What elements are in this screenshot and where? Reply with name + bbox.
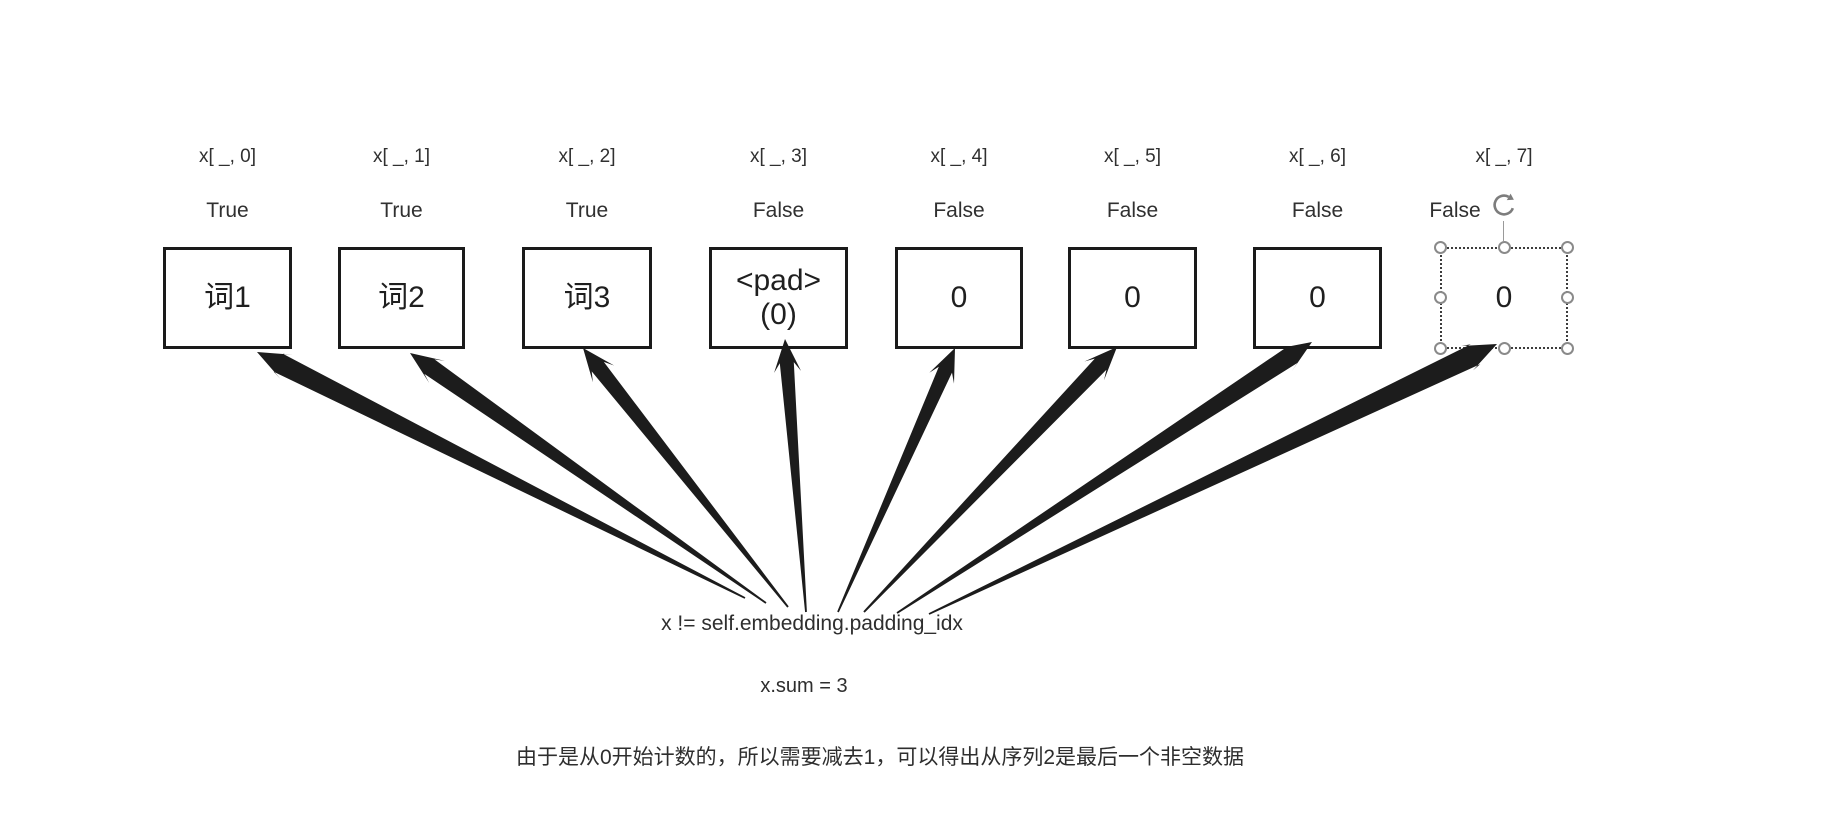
selection-handle-se[interactable]: [1561, 342, 1574, 355]
token-value: 0: [950, 281, 968, 315]
token-value: 词3: [563, 281, 611, 315]
selection-handle-s[interactable]: [1498, 342, 1511, 355]
token-value: <pad>: [735, 264, 822, 298]
selection-handle-n[interactable]: [1498, 241, 1511, 254]
token-value: 词2: [378, 281, 425, 315]
mapping-arrow[interactable]: [928, 344, 1497, 615]
index-label[interactable]: x[ _, 4]: [930, 146, 988, 167]
index-label[interactable]: x[ _, 6]: [1288, 146, 1347, 167]
token-box[interactable]: 词1: [163, 247, 292, 349]
mapping-arrow[interactable]: [837, 348, 955, 613]
mapping-arrow[interactable]: [774, 339, 807, 613]
index-label[interactable]: x[ _, 2]: [558, 146, 616, 167]
token-value: 0: [1309, 281, 1326, 315]
token-box[interactable]: 词2: [338, 247, 465, 349]
mapping-arrow[interactable]: [583, 348, 789, 608]
rotate-handle-icon[interactable]: [1489, 190, 1519, 220]
mask-label[interactable]: True: [206, 199, 249, 222]
mask-label[interactable]: False: [1291, 199, 1344, 222]
selection-handle-nw[interactable]: [1434, 241, 1447, 254]
mask-label[interactable]: True: [380, 199, 423, 222]
mask-label[interactable]: False: [1106, 199, 1159, 222]
token-box[interactable]: <pad> (0): [709, 247, 848, 349]
sum-text[interactable]: x.sum = 3: [760, 675, 848, 697]
token-box[interactable]: 0: [895, 247, 1023, 349]
index-label[interactable]: x[ _, 0]: [198, 146, 257, 167]
index-label[interactable]: x[ _, 5]: [1103, 146, 1162, 167]
mapping-arrow[interactable]: [257, 352, 746, 599]
token-value: 词1: [204, 281, 251, 315]
selection-handle-e[interactable]: [1561, 291, 1574, 304]
selection-handle-ne[interactable]: [1561, 241, 1574, 254]
rotate-handle-stem: [1503, 221, 1504, 241]
token-box[interactable]: 0: [1440, 247, 1568, 349]
mapping-arrow[interactable]: [863, 347, 1117, 613]
token-value-sub: (0): [760, 298, 797, 331]
mask-label[interactable]: False: [1429, 199, 1481, 222]
index-label[interactable]: x[ _, 1]: [372, 146, 431, 167]
mapping-arrow[interactable]: [896, 342, 1313, 614]
token-value: 0: [1124, 281, 1141, 315]
mask-label[interactable]: True: [565, 199, 609, 222]
index-label[interactable]: x[ _, 7]: [1475, 146, 1533, 167]
token-value: 0: [1495, 281, 1513, 315]
token-box[interactable]: 词3: [522, 247, 652, 349]
selection-handle-sw[interactable]: [1434, 342, 1447, 355]
mask-label[interactable]: False: [933, 199, 985, 222]
selection-handle-w[interactable]: [1434, 291, 1447, 304]
token-box[interactable]: 0: [1253, 247, 1382, 349]
expression-text[interactable]: x != self.embedding.padding_idx: [661, 612, 963, 635]
token-box[interactable]: 0: [1068, 247, 1197, 349]
mapping-arrow[interactable]: [410, 353, 767, 604]
note-text[interactable]: 由于是从0开始计数的，所以需要减去1，可以得出从序列2是最后一个非空数据: [515, 746, 1245, 769]
mask-label[interactable]: False: [752, 199, 805, 222]
index-label[interactable]: x[ _, 3]: [749, 146, 808, 167]
